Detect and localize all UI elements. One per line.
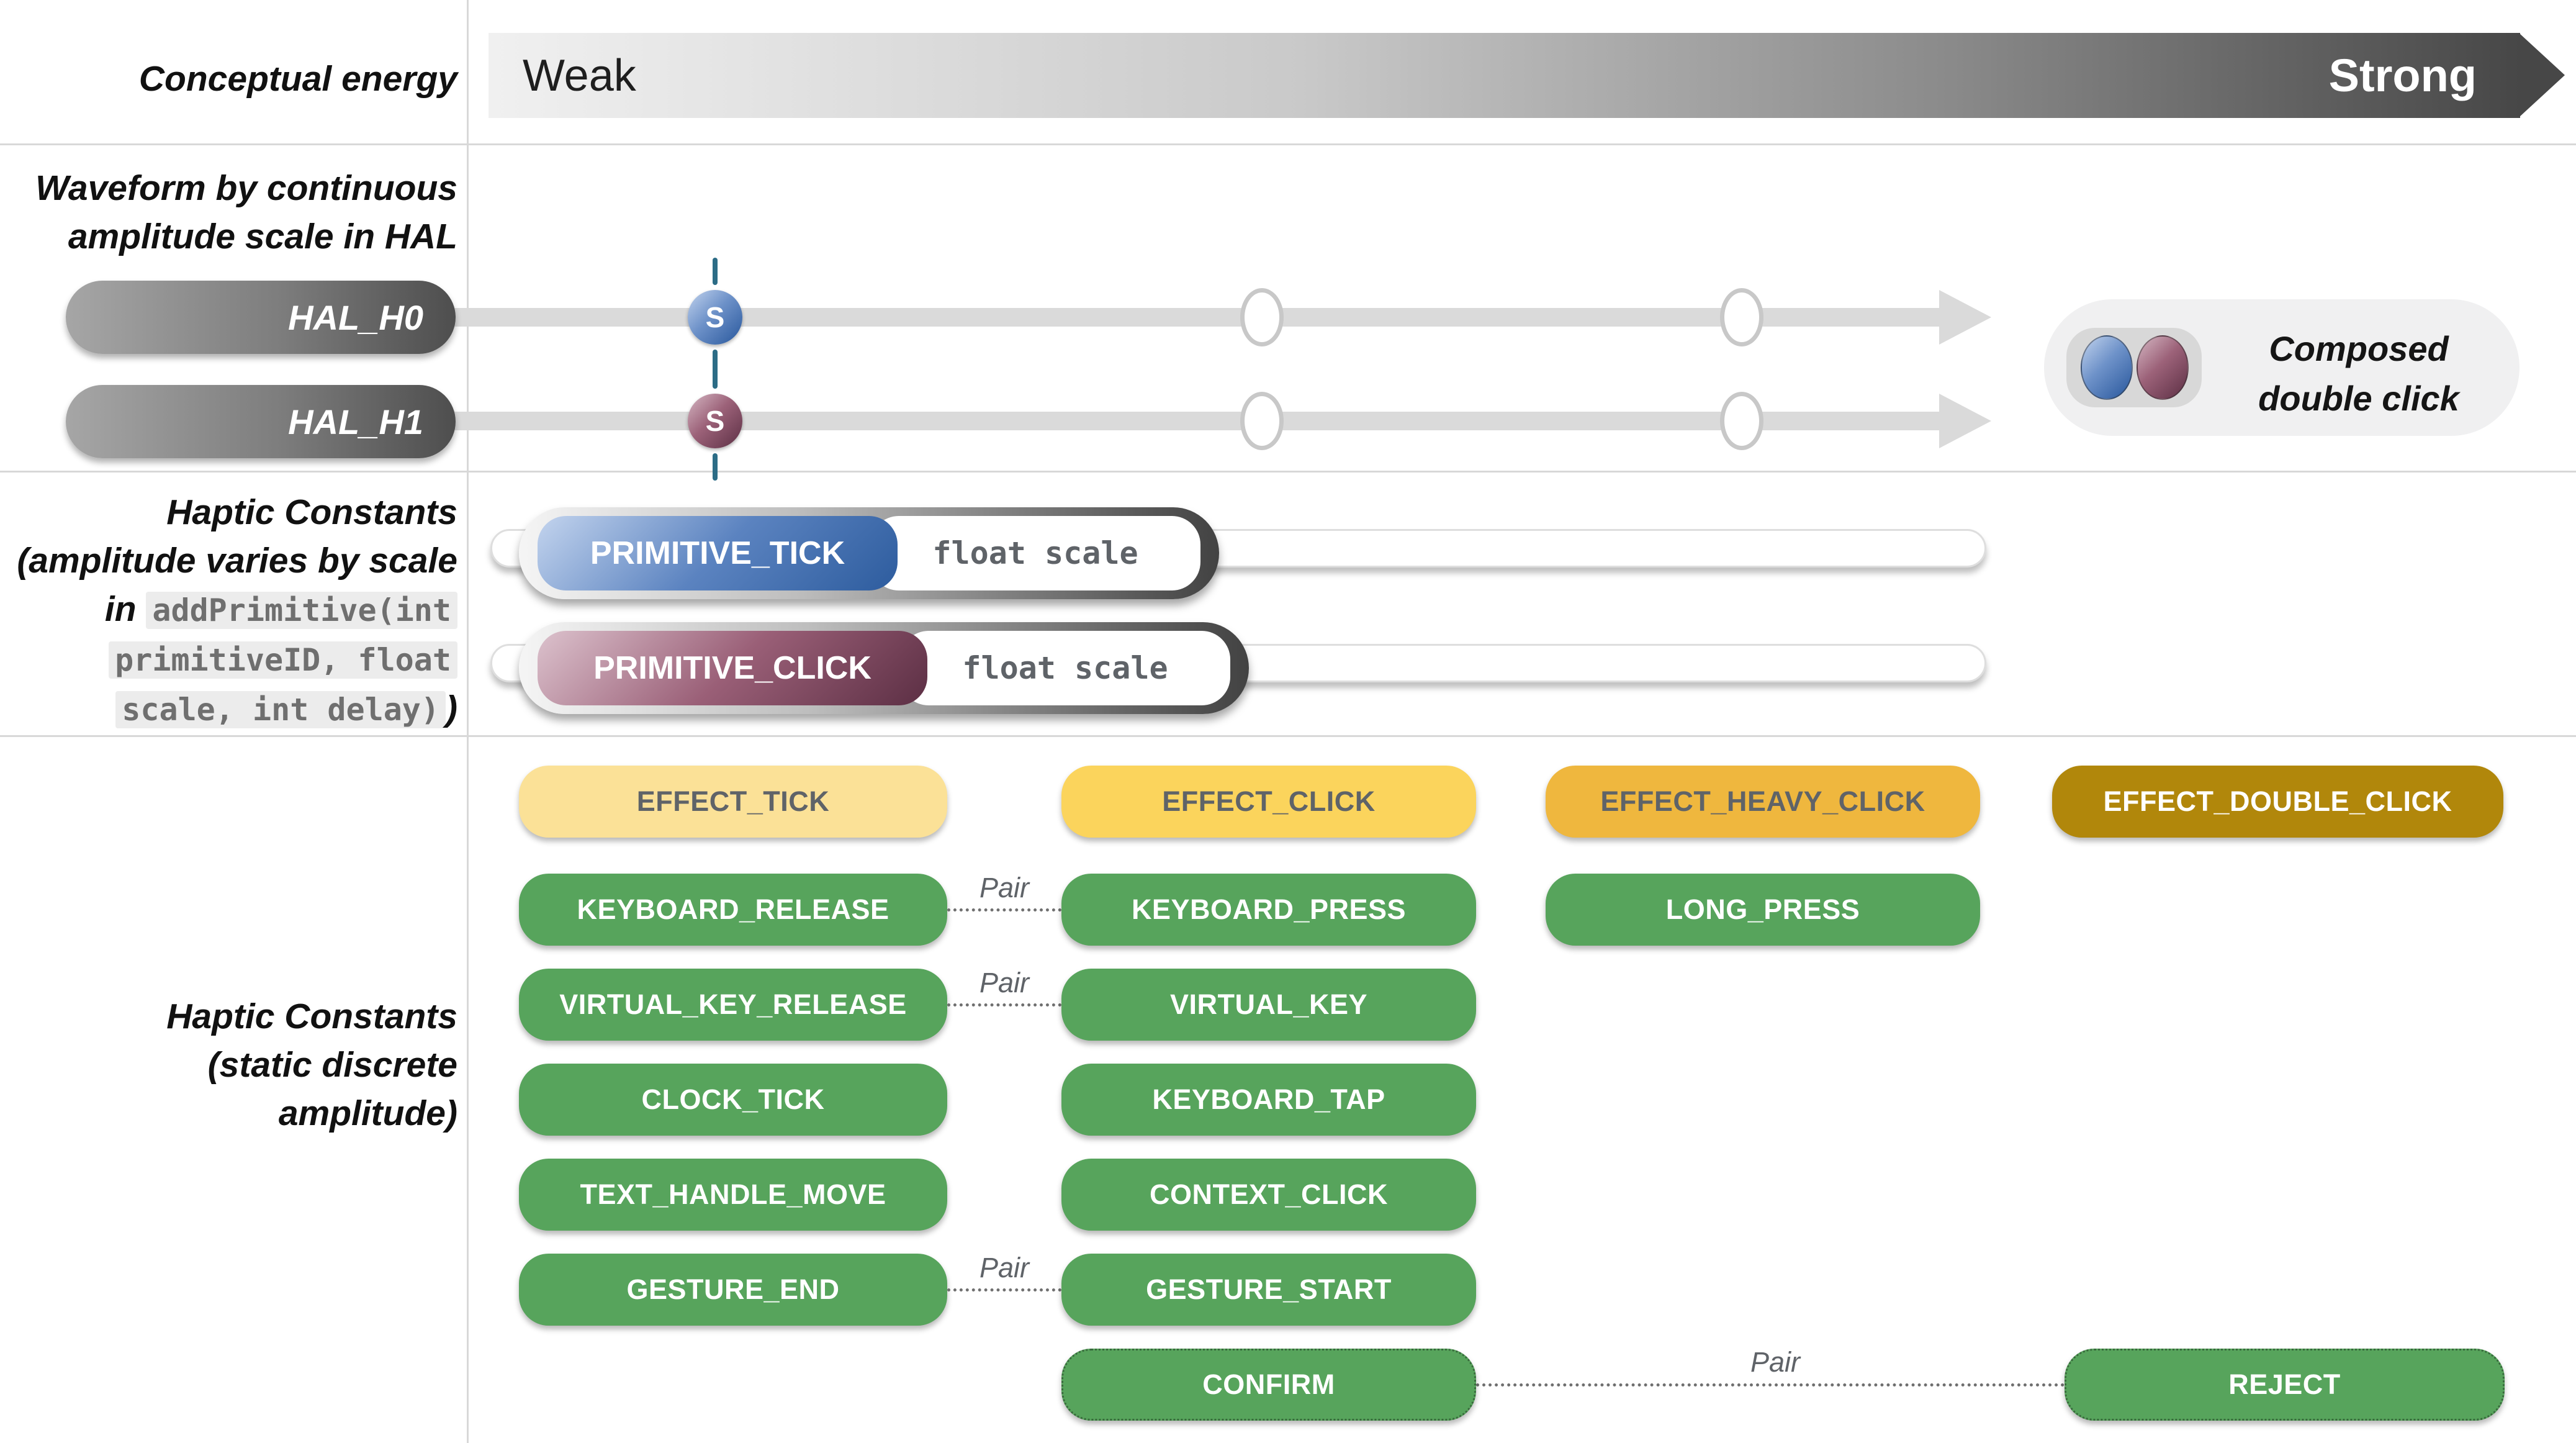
pair-connector-gesture — [947, 1288, 1061, 1291]
addprimitive-code-2: primitiveID, float — [109, 641, 457, 679]
primitive-label-line2: (amplitude varies by scale — [17, 541, 457, 581]
pill-text-handle-move: TEXT_HANDLE_MOVE — [519, 1159, 947, 1231]
pill-effect-double-click: EFFECT_DOUBLE_CLICK — [2052, 766, 2503, 838]
pair-label-keyboard: Pair — [979, 872, 1030, 903]
addprimitive-code-3: scale, int delay) — [115, 691, 446, 728]
primitive-click-capsule: PRIMITIVE_CLICK float scale — [519, 622, 1249, 714]
pair-connector-keyboard — [947, 908, 1061, 911]
primitive-section-label: Haptic Constants (amplitude varies by sc… — [0, 488, 457, 734]
composed-double-click-label: Composed double click — [2217, 324, 2500, 423]
composed-label-line2: double click — [2258, 379, 2459, 418]
pill-clock-tick: CLOCK_TICK — [519, 1064, 947, 1136]
pair-connector-confirm-reject — [1476, 1383, 2065, 1386]
scale-marker-h1: S — [688, 394, 742, 448]
pill-context-click: CONTEXT_CLICK — [1061, 1159, 1476, 1231]
pair-label-gesture: Pair — [979, 1252, 1030, 1283]
pill-virtual-key: VIRTUAL_KEY — [1061, 969, 1476, 1041]
hal-h0-timeline — [448, 308, 1940, 327]
waveform-section-label: Waveform by continuous amplitude scale i… — [0, 164, 457, 261]
waveform-label-line1: Waveform by continuous — [35, 168, 457, 208]
section-divider-3 — [0, 735, 2576, 737]
hal-h0-step-dot-1 — [1240, 288, 1284, 346]
conceptual-energy-label: Conceptual energy — [138, 59, 457, 99]
static-section-label: Haptic Constants (static discrete amplit… — [0, 992, 457, 1138]
scale-dash-h1-bottom — [713, 453, 718, 481]
static-label-line3: amplitude) — [278, 1093, 457, 1133]
strong-label: Strong — [2328, 50, 2477, 101]
primitive-tick-param: float scale — [870, 516, 1200, 590]
pill-keyboard-release: KEYBOARD_RELEASE — [519, 874, 947, 946]
primitive-label-line3: in addPrimitive(int — [0, 585, 457, 635]
pair-connector-virtual-key — [947, 1003, 1061, 1006]
pill-effect-tick: EFFECT_TICK — [519, 766, 947, 838]
pair-label-confirm-reject: Pair — [1750, 1346, 1801, 1378]
pill-reject: REJECT — [2065, 1349, 2505, 1421]
hal-h1-step-dot-1 — [1240, 392, 1284, 450]
hal-h1-step-dot-2 — [1720, 392, 1763, 450]
primitive-click-param: float scale — [900, 631, 1230, 705]
column-divider — [467, 0, 469, 1443]
hal-h1-label: HAL_H1 — [288, 402, 423, 441]
hal-h1-pill: HAL_H1 — [66, 385, 456, 458]
scale-dash-h0-top — [713, 258, 718, 285]
pill-keyboard-tap: KEYBOARD_TAP — [1061, 1064, 1476, 1136]
pair-label-virtual-key: Pair — [979, 967, 1030, 998]
section-divider-2 — [0, 471, 2576, 473]
pill-virtual-key-release: VIRTUAL_KEY_RELEASE — [519, 969, 947, 1041]
hal-h1-timeline — [448, 412, 1940, 430]
hal-h0-label: HAL_H0 — [288, 297, 423, 337]
pill-effect-heavy-click: EFFECT_HEAVY_CLICK — [1546, 766, 1980, 838]
static-label-line2: (static discrete — [207, 1045, 457, 1085]
primitive-label-line5: scale, int delay)) — [0, 684, 457, 734]
static-label-line1: Haptic Constants — [166, 997, 457, 1036]
addprimitive-code-1: addPrimitive(int — [146, 592, 457, 629]
energy-gradient-bar: Weak Strong — [489, 33, 2520, 118]
hal-h0-pill: HAL_H0 — [66, 281, 456, 354]
primitive-click-pill: PRIMITIVE_CLICK — [538, 631, 927, 705]
scale-dash-h1-top — [713, 361, 718, 389]
primitive-tick-capsule: PRIMITIVE_TICK float scale — [519, 507, 1219, 599]
weak-label: Weak — [523, 50, 636, 101]
primitive-label-line4: primitiveID, float — [0, 635, 457, 684]
section-divider-1 — [0, 143, 2576, 145]
energy-bar-arrowhead — [2519, 33, 2565, 117]
pill-effect-click: EFFECT_CLICK — [1061, 766, 1476, 838]
composed-label-line1: Composed — [2269, 329, 2449, 368]
hal-h1-arrowhead — [1939, 394, 1991, 448]
hal-h0-arrowhead — [1939, 290, 1991, 345]
composed-mauve-dot — [2137, 335, 2189, 400]
scale-marker-h0: S — [688, 290, 742, 345]
hal-h0-step-dot-2 — [1720, 288, 1763, 346]
pill-keyboard-press: KEYBOARD_PRESS — [1061, 874, 1476, 946]
waveform-label-line2: amplitude scale in HAL — [68, 217, 457, 256]
pill-confirm: CONFIRM — [1061, 1349, 1476, 1421]
pill-long-press: LONG_PRESS — [1546, 874, 1980, 946]
composed-blue-dot — [2081, 335, 2133, 400]
pill-gesture-start: GESTURE_START — [1061, 1254, 1476, 1326]
primitive-tick-pill: PRIMITIVE_TICK — [538, 516, 898, 590]
pill-gesture-end: GESTURE_END — [519, 1254, 947, 1326]
primitive-label-line1: Haptic Constants — [166, 492, 457, 532]
